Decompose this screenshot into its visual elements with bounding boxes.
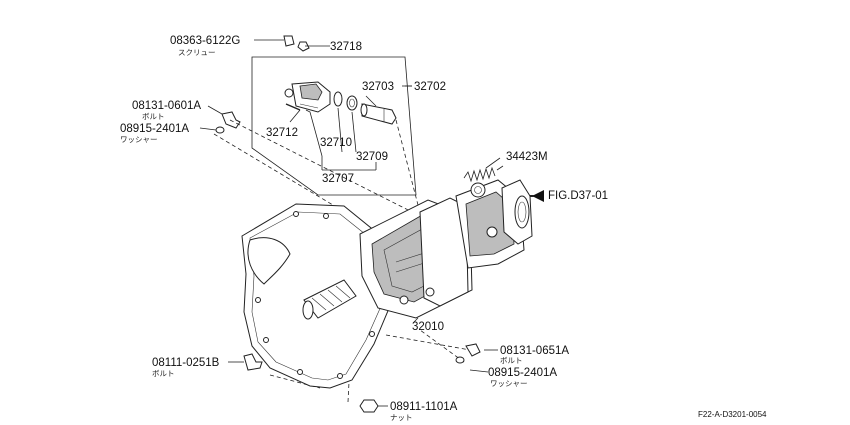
bolt-right-part: [465, 343, 481, 357]
bolt-left-part: [243, 353, 263, 371]
washer-right-part: [455, 356, 465, 364]
subassembly-outline: [251, 56, 417, 196]
label-32709: 32709: [356, 151, 388, 163]
top-fasteners: [199, 35, 295, 134]
label-bolt-left-pn: 08111-0251B: [152, 357, 220, 369]
label-32712: 32712: [266, 127, 298, 139]
bracket-part: [297, 41, 310, 52]
pin-part: [285, 103, 301, 111]
o-ring-part: [333, 91, 343, 107]
label-bolt-right-pn: 08131-0651A: [500, 345, 569, 357]
label-32010: 32010: [412, 321, 444, 333]
label-nut-pn: 08911-1101A: [390, 401, 458, 413]
label-screw-pn: 08363-6122G: [170, 35, 240, 47]
label-washer-right-pn: 08915-2401A: [488, 367, 557, 379]
label-screw-jp: スクリュー: [178, 48, 216, 57]
screw-part: [283, 35, 295, 47]
label-32707: 32707: [322, 173, 354, 185]
spring-part: [463, 157, 504, 183]
label-fig-ref: FIG.D37-01: [548, 190, 608, 202]
label-32710: 32710: [320, 137, 352, 149]
label-bolt-left-jp: ボルト: [152, 369, 175, 378]
label-nut-jp: ナット: [390, 413, 413, 422]
label-32702: 32702: [414, 81, 446, 93]
transmission-case-part: [241, 179, 533, 389]
label-32718: 32718: [330, 41, 362, 53]
label-washer-top-jp: ワッシャー: [120, 135, 158, 144]
label-washer-top-pn: 08915-2401A: [120, 123, 189, 135]
washer-top-part: [215, 126, 225, 134]
label-bolt-right-jp: ボルト: [500, 356, 523, 365]
label-bolt-top-jp: ボルト: [142, 112, 165, 121]
seal-ring-part: [346, 95, 358, 111]
fig-ref-arrow-icon: [532, 190, 544, 202]
label-bolt-top-pn: 08131-0601A: [132, 100, 201, 112]
bolt-top-part: [221, 111, 241, 129]
lower-fasteners: [228, 317, 498, 413]
label-32703: 32703: [362, 81, 394, 93]
shift-rod-part: [360, 103, 397, 125]
shift-lever-subassembly: [251, 41, 417, 196]
shift-housing-part: [284, 81, 331, 113]
nut-part: [359, 399, 379, 413]
label-washer-right-jp: ワッシャー: [490, 379, 528, 388]
label-34423m: 34423M: [506, 151, 548, 163]
drawing-code: F22-A-D3201-0054: [698, 410, 767, 419]
